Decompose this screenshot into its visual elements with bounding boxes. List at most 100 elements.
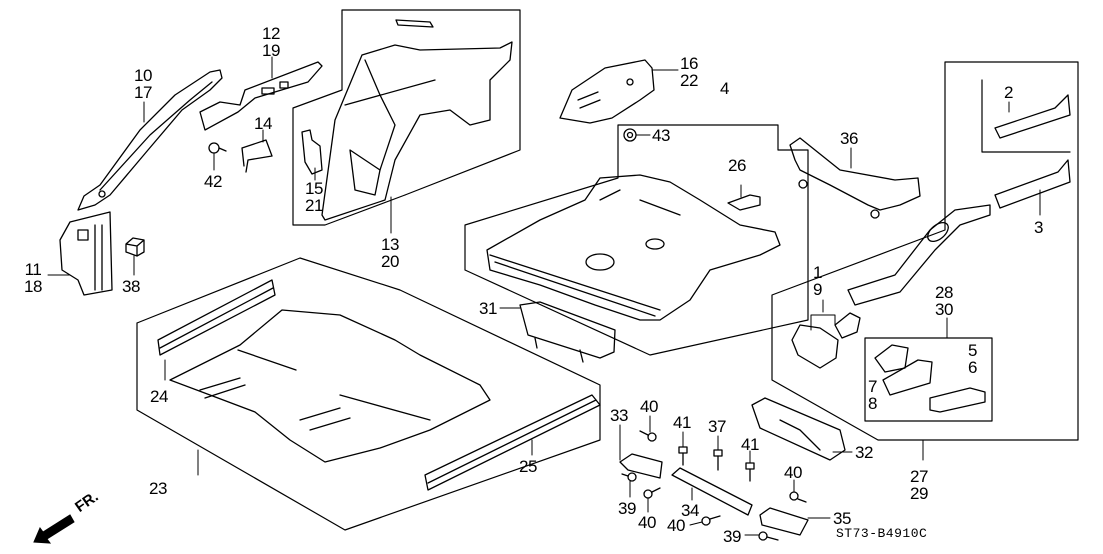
callout-3[interactable]: 3 xyxy=(1034,219,1043,236)
callout-23[interactable]: 23 xyxy=(149,480,167,497)
part-illustrations xyxy=(59,19,1071,541)
callout-text: 33 xyxy=(610,406,628,425)
callout-2[interactable]: 2 xyxy=(1004,84,1013,101)
part-rail-3 xyxy=(994,159,1071,209)
group-outline-28 xyxy=(864,337,993,422)
callout-text: 37 xyxy=(708,417,726,436)
callout-text: 2 xyxy=(1004,83,1013,102)
callout-42[interactable]: 42 xyxy=(204,173,222,190)
callout-34[interactable]: 34 xyxy=(681,502,699,519)
part-quarter-inner-panel xyxy=(321,19,513,221)
part-rail-2 xyxy=(994,94,1071,139)
part-plate-34 xyxy=(671,467,753,516)
callout-text: 40 xyxy=(667,516,685,535)
bolt-39a xyxy=(621,472,637,482)
callout-text: 29 xyxy=(910,484,928,503)
callout-text: 16 xyxy=(680,54,698,73)
part-bracket-26 xyxy=(727,194,761,211)
part-sill-25 xyxy=(424,394,601,491)
callout-text: 13 xyxy=(381,235,399,254)
callout-36[interactable]: 36 xyxy=(840,130,858,147)
callout-33[interactable]: 33 xyxy=(610,407,628,424)
group-outline-2 xyxy=(981,79,1071,153)
callout-31[interactable]: 31 xyxy=(479,300,497,317)
callout-14[interactable]: 14 xyxy=(254,115,272,132)
callout-text: 9 xyxy=(813,280,822,299)
callout-text: 40 xyxy=(638,513,656,532)
callout-41-right[interactable]: 41 xyxy=(741,436,759,453)
callout-text: 41 xyxy=(673,413,691,432)
bolt-40c xyxy=(701,515,721,526)
callout-text: 36 xyxy=(840,129,858,148)
callout-text: 4 xyxy=(720,79,729,98)
part-bracket-1 xyxy=(791,312,861,369)
callout-text: 1 xyxy=(813,263,822,282)
callout-text: 11 xyxy=(24,260,42,279)
callout-24[interactable]: 24 xyxy=(150,388,168,405)
callout-text: 17 xyxy=(134,83,152,102)
callout-4[interactable]: 4 xyxy=(720,80,729,97)
part-cube-stopper xyxy=(125,237,145,257)
callout-text: 10 xyxy=(134,66,152,85)
bolt-37 xyxy=(713,449,723,471)
part-front-floor xyxy=(169,309,491,463)
callout-text: 32 xyxy=(855,443,873,462)
part-roof-bracket xyxy=(199,61,323,131)
part-rear-floor xyxy=(486,174,781,321)
callout-text: 27 xyxy=(910,467,928,486)
callout-32[interactable]: 32 xyxy=(855,444,873,461)
part-bracket-35 xyxy=(759,507,809,536)
callout-text: 24 xyxy=(150,387,168,406)
callout-25[interactable]: 25 xyxy=(519,458,537,475)
callout-text: 6 xyxy=(968,358,977,377)
callout-37[interactable]: 37 xyxy=(708,418,726,435)
callout-40-bottom-mid[interactable]: 40 xyxy=(667,517,685,534)
callout-40-bottom-left[interactable]: 40 xyxy=(638,514,656,531)
part-lower-pillar xyxy=(59,211,113,296)
part-sill-24 xyxy=(157,279,276,356)
part-crossmember-32 xyxy=(751,397,846,461)
callout-26[interactable]: 26 xyxy=(728,157,746,174)
diagram-code: ST73-B4910C xyxy=(836,526,928,541)
part-rear-subframe xyxy=(789,137,921,219)
callout-text: 5 xyxy=(968,341,977,360)
group-outline-13 xyxy=(341,9,521,196)
callout-text: 43 xyxy=(652,126,670,145)
callout-43[interactable]: 43 xyxy=(652,127,670,144)
callout-text: 14 xyxy=(254,114,272,133)
callout-text: 20 xyxy=(381,252,399,271)
part-bracket-33 xyxy=(619,453,663,479)
part-gusset xyxy=(301,129,323,175)
part-a-pillar xyxy=(77,69,223,211)
callout-40-right[interactable]: 40 xyxy=(784,464,802,481)
bolt-40d xyxy=(789,491,807,503)
callout-text: 40 xyxy=(784,463,802,482)
callout-38[interactable]: 38 xyxy=(122,278,140,295)
callout-39-right[interactable]: 39 xyxy=(723,528,741,545)
callout-text: 7 xyxy=(868,377,877,396)
callout-text: 23 xyxy=(149,479,167,498)
part-nut-43 xyxy=(623,128,637,142)
leader-lines xyxy=(47,56,1041,536)
callout-40-top[interactable]: 40 xyxy=(640,398,658,415)
group-outlines xyxy=(136,9,1079,531)
callout-41-left[interactable]: 41 xyxy=(673,414,691,431)
callout-text: 38 xyxy=(122,277,140,296)
callout-35[interactable]: 35 xyxy=(833,510,851,527)
group-outline-27 xyxy=(771,61,1079,441)
callout-text: 19 xyxy=(262,41,280,60)
bolt-41a xyxy=(678,446,688,466)
callout-text: 12 xyxy=(262,24,280,43)
callout-39-left[interactable]: 39 xyxy=(618,500,636,517)
